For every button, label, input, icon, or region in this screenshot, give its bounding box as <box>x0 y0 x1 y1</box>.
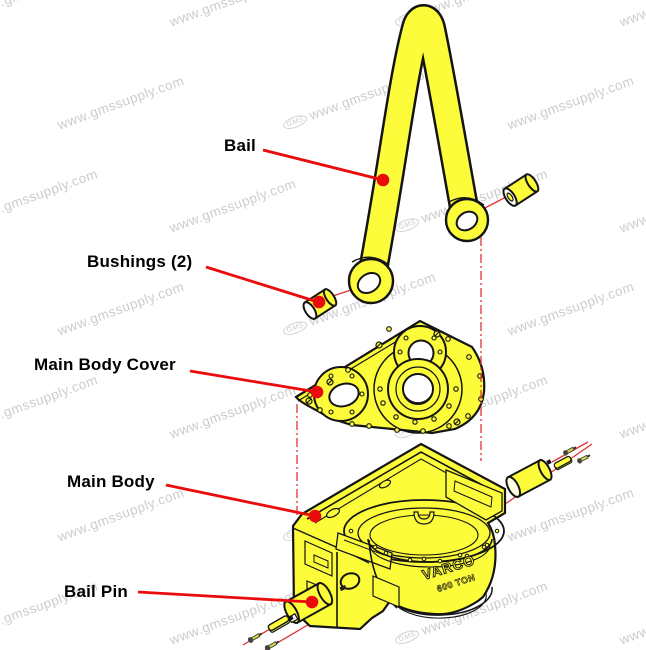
bail-pin-key-bit <box>288 615 294 621</box>
bail-pin-screw-1 <box>247 632 263 643</box>
right-pin-part <box>505 458 553 498</box>
right-pin-screw-1 <box>563 446 577 456</box>
bushing-right-part <box>502 173 540 207</box>
main-body-part: VARCO 600 TON <box>291 442 507 631</box>
right-pin-key-bit <box>546 459 552 465</box>
bail-pin-keeper-plate <box>267 615 291 633</box>
bail-part <box>347 4 490 305</box>
bail-pin-screw-2 <box>264 640 280 650</box>
bail-pin-hole <box>339 572 361 592</box>
bail-left-eye <box>347 256 395 305</box>
callout-main-body-cover: Main Body Cover <box>34 355 176 374</box>
callout-bail-pin: Bail Pin <box>64 582 128 601</box>
bail-right-eye <box>444 197 490 243</box>
assembly-centerlines <box>296 237 482 516</box>
callout-bail: Bail <box>224 136 256 155</box>
main-body-cover-part <box>294 319 486 435</box>
leader-lines <box>137 148 384 604</box>
callout-bushings: Bushings (2) <box>87 252 193 271</box>
right-pin-keeper-plate <box>553 455 573 471</box>
leader-dots <box>305 173 390 609</box>
callout-main-body: Main Body <box>67 472 155 491</box>
right-pin-screw-2 <box>577 454 591 464</box>
